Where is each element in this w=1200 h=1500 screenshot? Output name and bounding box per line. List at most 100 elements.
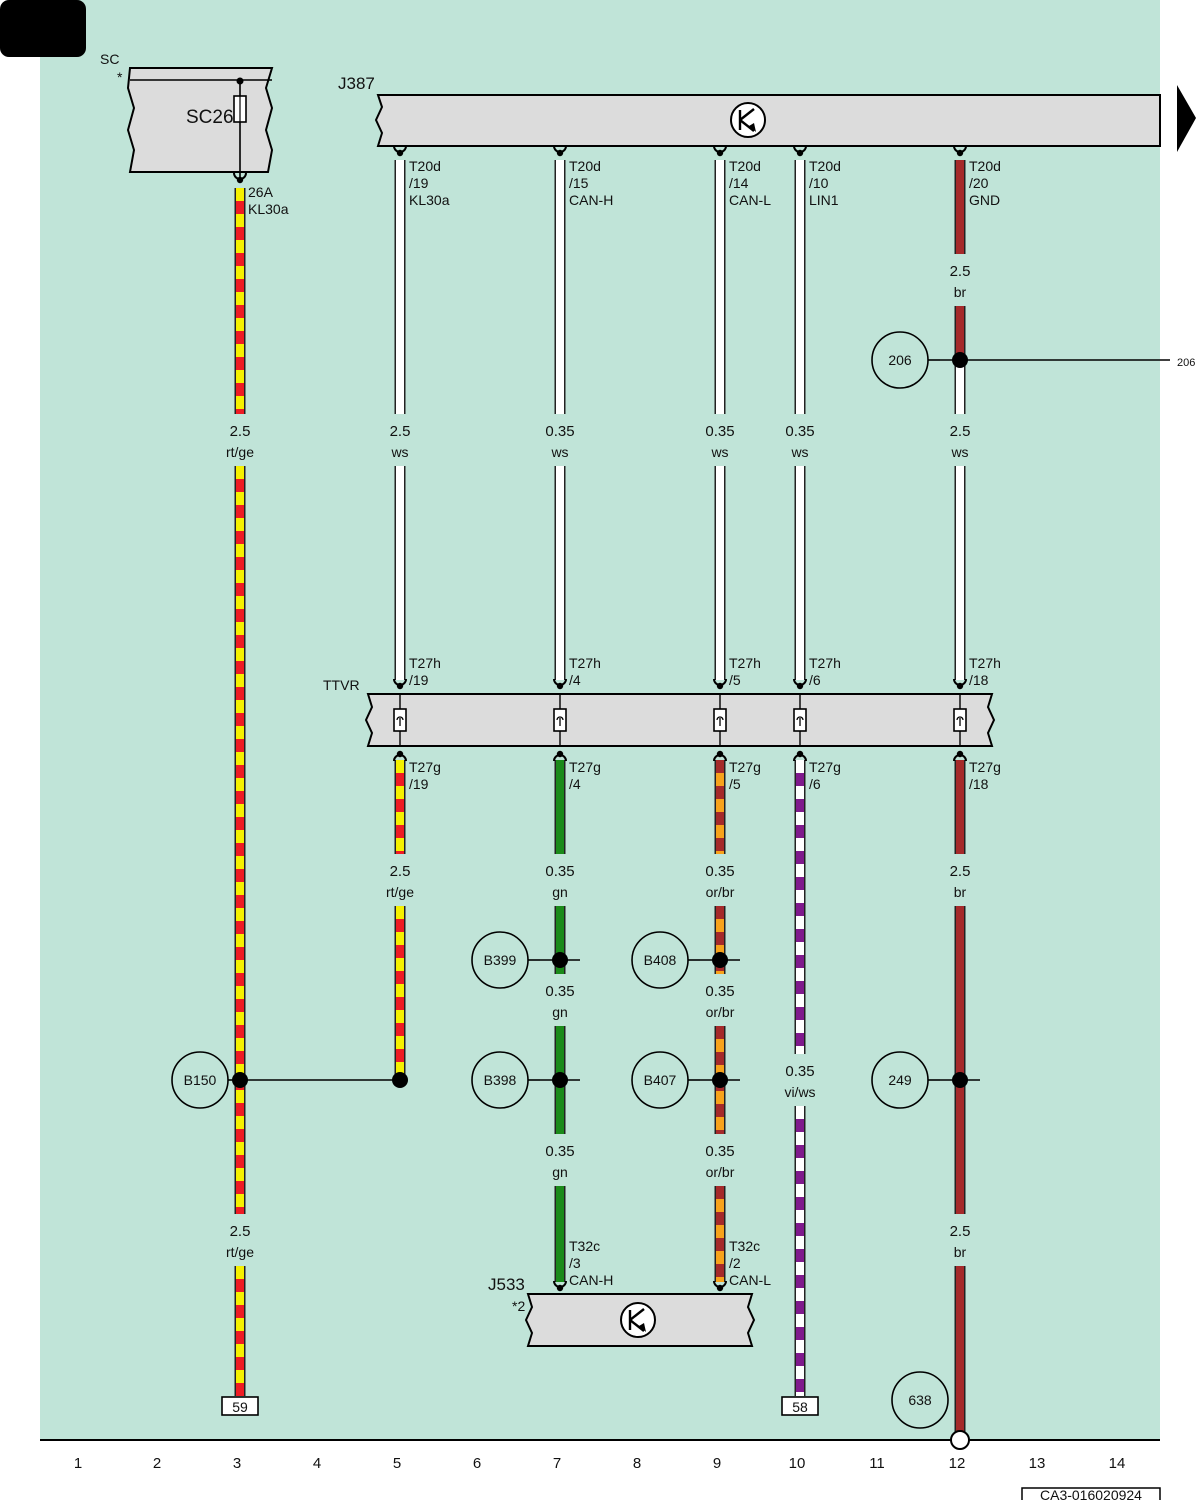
grid-number: 8 xyxy=(633,1455,641,1472)
wire-label: 0.35 xyxy=(705,863,734,880)
wire-label: rt/ge xyxy=(386,884,414,900)
pin-label: T27h xyxy=(409,655,441,671)
svg-text:249: 249 xyxy=(888,1072,912,1088)
connector-pin-icon xyxy=(953,750,967,762)
connector-pin-icon xyxy=(793,750,807,762)
svg-text:B150: B150 xyxy=(184,1072,217,1088)
grid-number: 7 xyxy=(553,1455,561,1472)
j533-gateway: J533 *2 xyxy=(488,1275,756,1347)
splice-dot xyxy=(232,1072,248,1088)
svg-text:58: 58 xyxy=(792,1399,808,1415)
pin-label: T27g xyxy=(969,759,1001,775)
junction-206: 206 xyxy=(871,331,929,389)
wire-label: vi/ws xyxy=(784,1084,815,1100)
pin-label: /19 xyxy=(409,175,429,191)
connector-cavity-icon xyxy=(553,694,567,746)
splice-dot xyxy=(952,1072,968,1088)
grid-number: 12 xyxy=(949,1455,966,1472)
svg-text:638: 638 xyxy=(908,1392,932,1408)
junction-249: 249 xyxy=(871,1051,929,1109)
pin-label: T32c xyxy=(729,1238,760,1254)
junction-b407: B407 xyxy=(631,1051,689,1109)
pin-label: GND xyxy=(969,192,1000,208)
ground-terminal-icon xyxy=(950,1430,970,1450)
splice-dot xyxy=(552,952,568,968)
svg-text:59: 59 xyxy=(232,1399,248,1415)
splice-dot xyxy=(392,1072,408,1088)
wire-label: 0.35 xyxy=(545,423,574,440)
grid-numbers: 1 2 3 4 5 6 7 8 9 10 11 12 13 14 xyxy=(74,1455,1126,1472)
junction-b398: B398 xyxy=(471,1051,529,1109)
wire-label: or/br xyxy=(706,1004,735,1020)
wire-label: gn xyxy=(552,884,568,900)
wire-label: 0.35 xyxy=(705,1143,734,1160)
wire-label: 0.35 xyxy=(705,423,734,440)
svg-text:B398: B398 xyxy=(484,1072,517,1088)
pin-label: /6 xyxy=(809,672,821,688)
connector-pin-icon xyxy=(233,172,247,184)
pin-label: /5 xyxy=(729,776,741,792)
pin-label: /19 xyxy=(409,672,429,688)
connector-pin-icon xyxy=(553,1280,567,1292)
wire-label: 0.35 xyxy=(705,983,734,1000)
wire-label: 2.5 xyxy=(230,1223,251,1240)
pin-label: CAN-L xyxy=(729,1272,771,1288)
splice-dot xyxy=(712,952,728,968)
pin-label: /10 xyxy=(809,175,829,191)
wire-label: ws xyxy=(710,444,728,460)
wire-label: 2.5 xyxy=(950,863,971,880)
junction-b399: B399 xyxy=(471,931,529,989)
splice-dot xyxy=(712,1072,728,1088)
splice-dot xyxy=(952,352,968,368)
connector-pin-icon xyxy=(713,678,727,690)
wire-label: 0.35 xyxy=(785,1063,814,1080)
wire-label: 0.35 xyxy=(545,1143,574,1160)
wire-label: br xyxy=(954,884,967,900)
grid-number: 13 xyxy=(1029,1455,1046,1472)
document-code-box xyxy=(1021,1487,1161,1500)
wire-label: rt/ge xyxy=(226,1244,254,1260)
pin-label: LIN1 xyxy=(809,192,839,208)
connector-pin-icon xyxy=(953,145,967,157)
pin-label: /6 xyxy=(809,776,821,792)
wire-label: 2.5 xyxy=(390,863,411,880)
ttvr-connector-block: TTVR xyxy=(323,677,996,747)
wire-label: 2.5 xyxy=(390,423,411,440)
svg-text:B399: B399 xyxy=(484,952,517,968)
pin-label: T27g xyxy=(809,759,841,775)
pin-label: /14 xyxy=(729,175,749,191)
j387-control-unit: J387 xyxy=(338,74,1161,147)
fuse-box-sc: SC * SC26 xyxy=(100,51,274,180)
connector-pin-icon xyxy=(713,750,727,762)
svg-text:B408: B408 xyxy=(644,952,677,968)
wire-label: gn xyxy=(552,1164,568,1180)
wire-label: ws xyxy=(790,444,808,460)
connector-pin-icon xyxy=(713,1280,727,1292)
ground-point-638: 638 xyxy=(891,1371,949,1429)
j387-name: J387 xyxy=(338,74,375,93)
pin-label: /2 xyxy=(729,1255,741,1271)
wire-label: gn xyxy=(552,1004,568,1020)
svg-text:B407: B407 xyxy=(644,1072,677,1088)
j533-name: J533 xyxy=(488,1275,525,1294)
grid-number: 6 xyxy=(473,1455,481,1472)
ttvr-name: TTVR xyxy=(323,677,360,693)
connector-cavity-icon xyxy=(713,694,727,746)
grid-number: 3 xyxy=(233,1455,241,1472)
pin-label: T27g xyxy=(569,759,601,775)
pin-label: CAN-H xyxy=(569,192,613,208)
wire-label: ws xyxy=(390,444,408,460)
page-tab-marker xyxy=(0,0,86,57)
pin-label: T27g xyxy=(729,759,761,775)
pin-label: /20 xyxy=(969,175,989,191)
wire-label: rt/ge xyxy=(226,444,254,460)
connector-pin-icon xyxy=(393,750,407,762)
grid-number: 10 xyxy=(789,1455,806,1472)
sc-star: * xyxy=(117,69,123,85)
pin-label: T27h xyxy=(809,655,841,671)
grid-number: 2 xyxy=(153,1455,161,1472)
wire-label: ws xyxy=(950,444,968,460)
wire-label: 2.5 xyxy=(950,423,971,440)
connector-pin-icon xyxy=(793,145,807,157)
